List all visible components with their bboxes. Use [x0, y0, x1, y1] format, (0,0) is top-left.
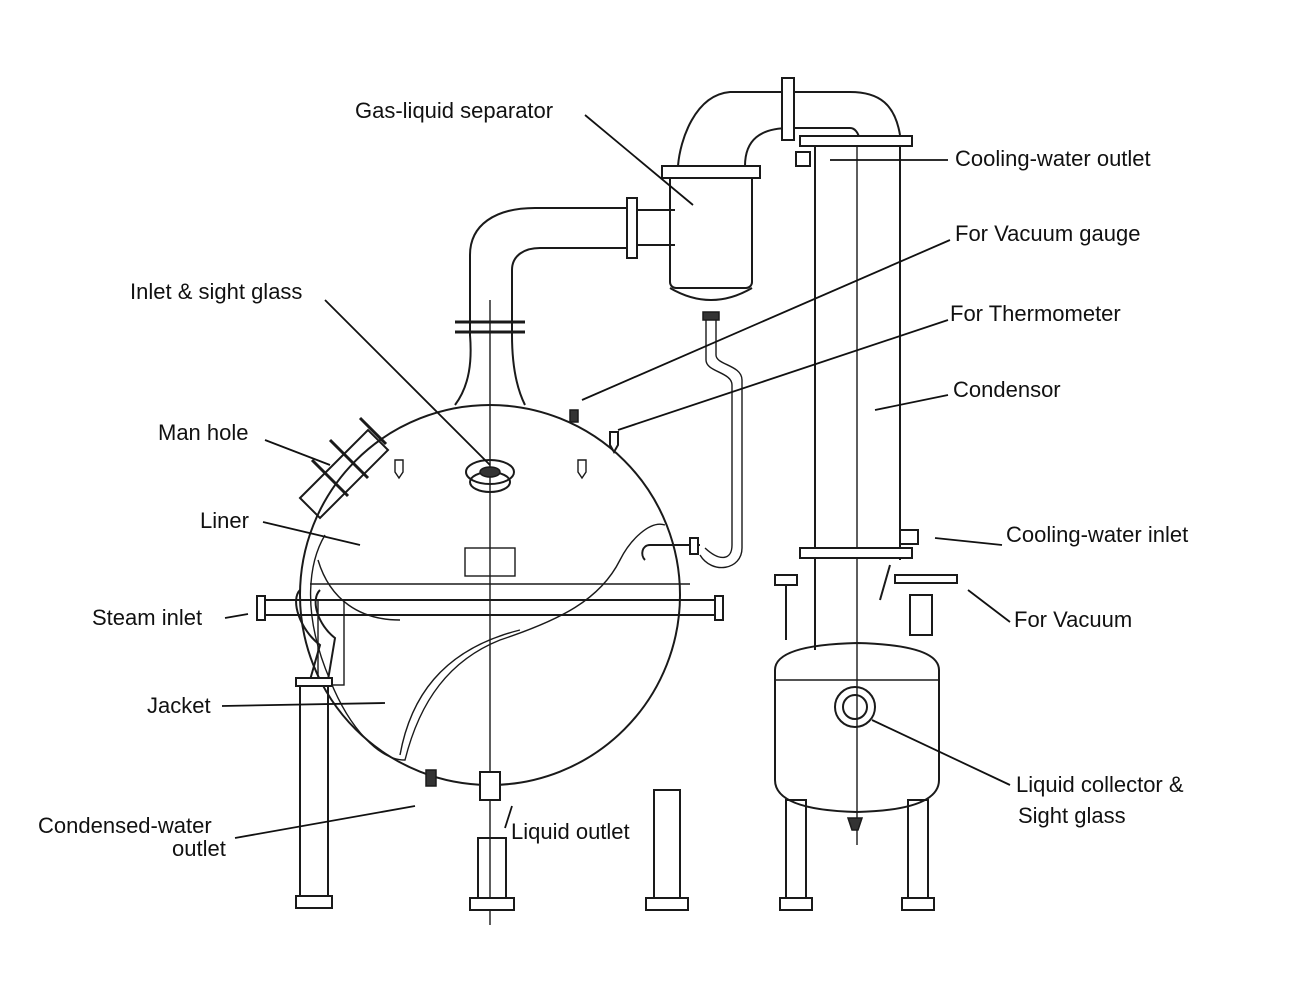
top-nozzles	[394, 409, 619, 480]
label-condensed-water: Condensed-water	[38, 813, 212, 838]
label-for-vacuum: For Vacuum	[1014, 607, 1132, 632]
gas-liquid-separator-vessel	[661, 77, 901, 301]
condenser-tube	[795, 135, 919, 845]
label-man-hole: Man hole	[158, 420, 249, 445]
label-cooling-water-inlet: Cooling-water inlet	[1006, 522, 1188, 547]
label-steam-inlet: Steam inlet	[92, 605, 202, 630]
steam-inlet-elbow	[295, 589, 337, 687]
label-liquid-outlet: Liquid outlet	[511, 819, 630, 844]
bottom-outlets	[425, 769, 501, 801]
label-condensor: Condensor	[953, 377, 1061, 402]
man-hole-nozzle	[298, 416, 390, 520]
label-jacket: Jacket	[147, 693, 211, 718]
label-liner: Liner	[200, 508, 249, 533]
label-sight-glass: Sight glass	[1018, 803, 1126, 828]
label-liquid-collector: Liquid collector &	[1016, 772, 1184, 797]
liquid-collector-tank	[774, 641, 940, 911]
label-cooling-water-outlet: Cooling-water outlet	[955, 146, 1151, 171]
vapor-outlet-neck	[454, 197, 675, 406]
vacuum-piping	[774, 560, 958, 650]
label-for-thermometer: For Thermometer	[950, 301, 1121, 326]
label-for-vacuum-gauge: For Vacuum gauge	[955, 221, 1140, 246]
label-condensed-water-outlet: outlet	[172, 836, 226, 861]
vessel-legs	[295, 685, 689, 911]
callout-labels: Gas-liquid separator Cooling-water outle…	[38, 98, 1188, 861]
inlet-sight-glass	[464, 459, 516, 577]
leader-lines	[221, 114, 1011, 839]
label-inlet-sight-glass: Inlet & sight glass	[130, 279, 302, 304]
separator-return-line	[641, 311, 743, 569]
label-gas-liquid-separator: Gas-liquid separator	[355, 98, 553, 123]
